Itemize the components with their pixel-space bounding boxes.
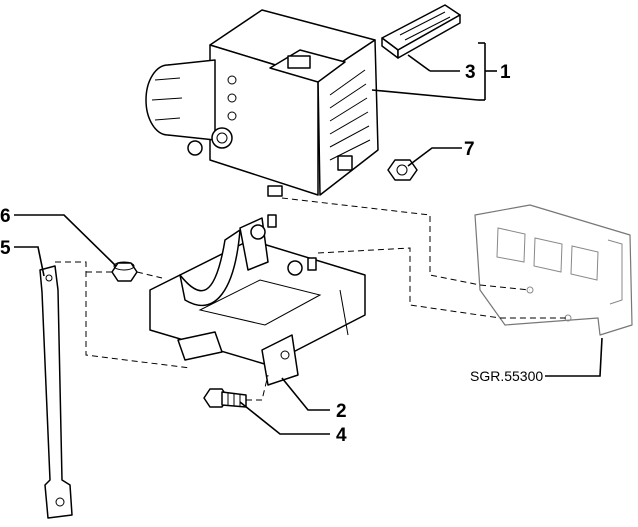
alignment-dashes [55, 197, 568, 401]
callout-4: 4 [336, 425, 347, 446]
ghost-bracket [474, 204, 633, 336]
callout-5: 5 [0, 238, 11, 259]
mounting-bracket [149, 214, 366, 386]
abs-hydraulic-unit [145, 9, 379, 197]
leader-lines [14, 42, 603, 435]
support-strap [39, 265, 73, 519]
nut-6 [111, 261, 138, 282]
callout-6: 6 [0, 206, 11, 227]
callout-2: 2 [336, 401, 347, 422]
connector-cover [381, 4, 461, 59]
bolt-4 [203, 388, 247, 408]
drawing-reference-code: SGR.55300 [470, 368, 543, 384]
callout-3: 3 [465, 62, 476, 83]
callout-1: 1 [500, 62, 511, 83]
callout-7: 7 [464, 139, 475, 160]
